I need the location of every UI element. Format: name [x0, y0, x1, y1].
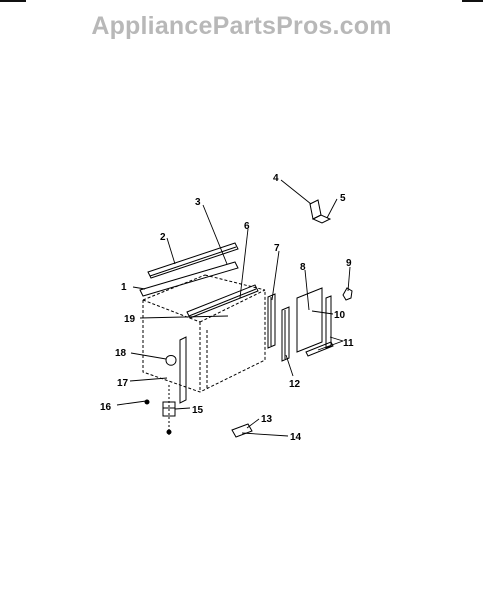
- callout-14: 14: [290, 432, 302, 443]
- part-13-foot: [231, 423, 253, 438]
- top-rule-right: [462, 0, 483, 2]
- callout-1: 1: [121, 282, 127, 293]
- part-4-bracket: [309, 199, 332, 224]
- part-9-clip: [342, 287, 353, 301]
- top-rule-left: [0, 0, 26, 2]
- callout-17: 17: [117, 378, 129, 389]
- callout-2: 2: [160, 232, 166, 243]
- part-12-strip: [281, 306, 290, 362]
- callout-16: 16: [100, 402, 112, 413]
- callout-12: 12: [289, 379, 301, 390]
- part-11-pieces: [305, 295, 334, 357]
- callout-8: 8: [300, 262, 306, 273]
- part-6-rail: [186, 284, 259, 319]
- part-7-strip: [267, 293, 276, 349]
- callout-4: 4: [273, 173, 279, 184]
- screw-mark: [144, 399, 150, 405]
- watermark: AppliancePartsPros.com: [91, 12, 392, 40]
- callout-6: 6: [244, 221, 250, 232]
- part-1-rail: [139, 261, 239, 297]
- callout-3: 3: [195, 197, 201, 208]
- callout-7: 7: [274, 243, 280, 254]
- screw-mark: [166, 429, 172, 435]
- callout-13: 13: [261, 414, 273, 425]
- part-2-rail: [147, 242, 239, 279]
- callout-5: 5: [340, 193, 346, 204]
- callout-10: 10: [334, 310, 346, 321]
- part-8-panel: [296, 287, 323, 353]
- callout-15: 15: [192, 405, 204, 416]
- leader-lines: [116, 179, 351, 437]
- callout-labels: 1 2 3 4 5 6 7 8 9 10 11 12 13 14 15 16 1…: [100, 173, 354, 443]
- callout-19: 19: [124, 314, 136, 325]
- part-18-hinge: [165, 336, 187, 404]
- callout-9: 9: [346, 258, 352, 269]
- callout-18: 18: [115, 348, 127, 359]
- callout-11: 11: [343, 338, 354, 349]
